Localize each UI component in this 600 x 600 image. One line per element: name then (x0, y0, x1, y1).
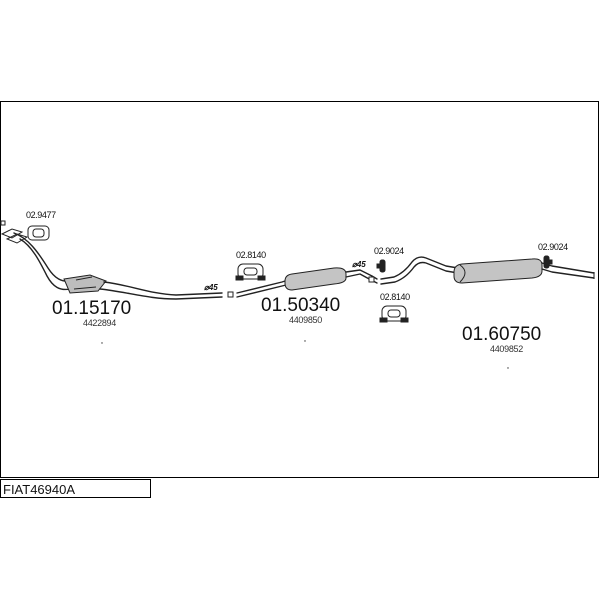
part-1-dot (101, 342, 103, 344)
catalyst-detail (73, 276, 97, 290)
ring-mid-tab (376, 263, 381, 269)
front-pipe-flange (0, 228, 24, 239)
hanger-2-foot-l (379, 317, 388, 323)
clamp-front (27, 225, 50, 241)
part-1-ref: 4422894 (83, 318, 116, 328)
rear-silencer-body (453, 258, 543, 284)
front-pipe-tail-lower (99, 288, 223, 300)
rear-silencer-end (459, 264, 466, 283)
ring-rear-tab (548, 259, 553, 265)
diameter-joint-1: ⌀45 (204, 283, 218, 292)
hanger-1-foot-l (235, 275, 244, 281)
front-pipe-bolt (0, 220, 6, 226)
hanger-2 (379, 305, 409, 323)
rear-inlet-pipe (380, 256, 459, 280)
part-2-ref: 4409850 (289, 315, 322, 325)
front-pipe-assembly (0, 220, 223, 300)
clamp-front-inner (32, 228, 45, 238)
rear-tailpipe-lower (541, 268, 595, 279)
part-1-code: 01.15170 (52, 298, 131, 319)
ring-mid (376, 259, 386, 273)
part-3-code: 01.60750 (462, 324, 541, 345)
hanger-2-hole (387, 309, 401, 318)
diagram-frame (0, 101, 599, 478)
ring-mid-code: 02.9024 (374, 246, 404, 256)
hanger-1-hole (243, 267, 258, 276)
diameter-joint-2: ⌀45 (352, 260, 366, 269)
rear-silencer-assembly (380, 256, 595, 285)
joint-1-sleeve (227, 291, 234, 298)
ring-rear (543, 255, 553, 269)
hanger-1 (235, 263, 266, 281)
joint-2-sleeve (368, 276, 375, 283)
centre-silencer-body (284, 267, 347, 291)
part-2-code: 01.50340 (261, 295, 340, 316)
catalytic-converter (63, 274, 107, 294)
front-pipe-tail (103, 281, 223, 296)
part-2-dot (304, 340, 306, 342)
part-3-ref: 4409852 (490, 344, 523, 354)
ring-rear-body (543, 255, 550, 269)
part-3-dot (507, 367, 509, 369)
hanger-2-foot-r (400, 317, 409, 323)
rear-inlet-pipe-lower (380, 261, 459, 285)
hanger-1-foot-r (257, 275, 266, 281)
hanger-2-code: 02.8140 (380, 292, 410, 302)
hanger-1-code: 02.8140 (236, 250, 266, 260)
ring-rear-code: 02.9024 (538, 242, 568, 252)
front-pipe-tube-lower (19, 238, 71, 291)
ring-mid-body (379, 259, 386, 273)
clamp-front-code: 02.9477 (26, 210, 56, 220)
title-label: FIAT46940A (3, 482, 75, 497)
front-pipe-tube-upper (13, 232, 71, 282)
front-pipe-flange-2 (5, 233, 29, 244)
title-box (0, 479, 151, 498)
